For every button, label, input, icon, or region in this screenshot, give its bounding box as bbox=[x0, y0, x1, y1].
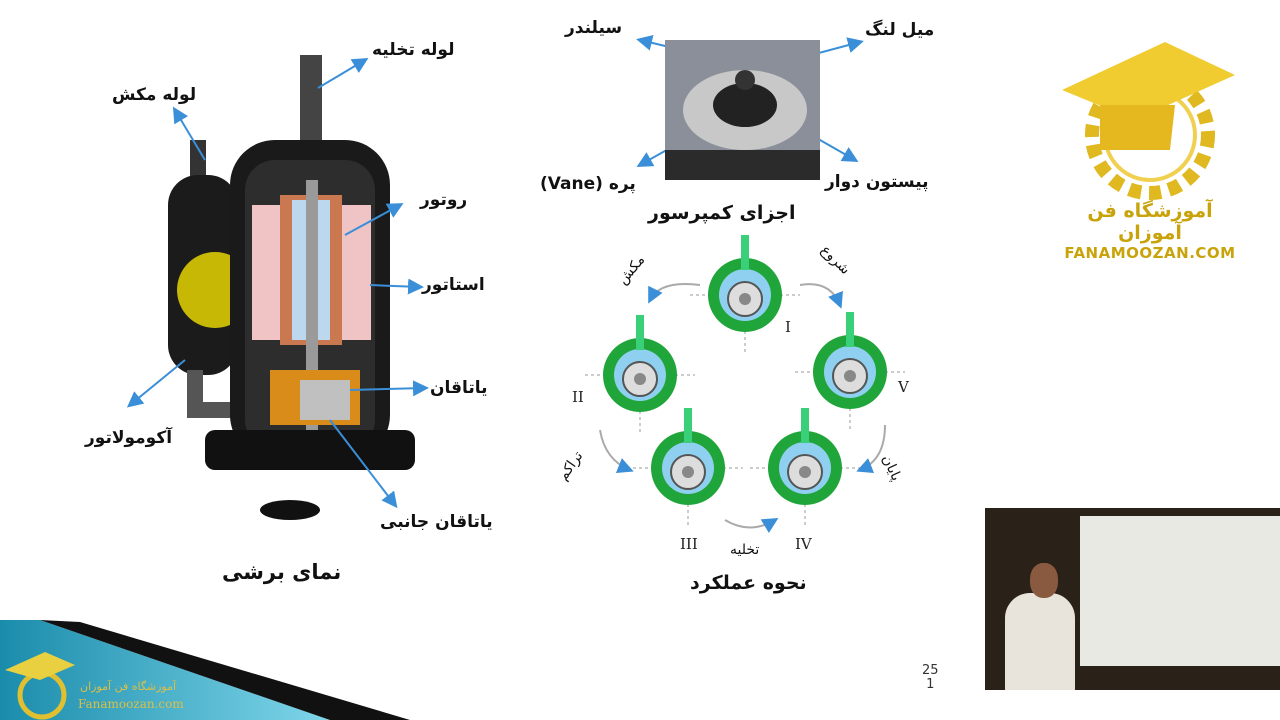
numeral-3: III bbox=[680, 535, 698, 553]
stage-shaft bbox=[682, 466, 694, 478]
projected-slide bbox=[1080, 516, 1280, 666]
stage-discharge: تخلیه bbox=[730, 542, 760, 558]
page-number-sub: 1 bbox=[926, 677, 935, 692]
numeral-5: V bbox=[898, 378, 909, 396]
stage-vane bbox=[684, 408, 692, 443]
bottom-logo-name-en: Fanamoozan.com bbox=[78, 697, 184, 711]
stage-vane bbox=[801, 408, 809, 443]
numeral-1: I bbox=[785, 318, 791, 336]
stage-shaft bbox=[634, 373, 646, 385]
label-bearing: یاتاقان bbox=[430, 378, 488, 398]
cutaway-title: نمای برشی bbox=[222, 560, 342, 584]
stage-shaft bbox=[739, 293, 751, 305]
operation-cycle-diagram bbox=[585, 235, 905, 528]
compressor-cutaway-image bbox=[168, 55, 415, 520]
stage-shaft bbox=[799, 466, 811, 478]
stage-vane bbox=[846, 312, 854, 347]
logo-name-fa: آموزشگاه فن آموزان bbox=[1087, 200, 1213, 244]
label-discharge-pipe: لوله تخلیه bbox=[372, 40, 455, 60]
presenter-body bbox=[1005, 593, 1075, 690]
label-stator: استاتور bbox=[422, 275, 485, 295]
stage-vane bbox=[636, 315, 644, 350]
label-side-bearing: یاتاقان جانبی bbox=[380, 512, 493, 532]
presenter-head bbox=[1030, 563, 1058, 598]
compressor-parts-photo bbox=[665, 40, 820, 180]
bottom-logo-name-fa: آموزشگاه فن آموزان bbox=[80, 680, 177, 693]
label-rolling-piston: پیستون دوار bbox=[825, 172, 929, 192]
fanamoozan-logo-icon bbox=[1062, 42, 1235, 200]
label-suction-pipe: لوله مکش bbox=[112, 85, 197, 105]
operation-title: نحوه عملکرد bbox=[690, 572, 807, 594]
numeral-2: II bbox=[572, 388, 584, 406]
cycle-arrows bbox=[599, 283, 886, 534]
bottom-banner bbox=[0, 620, 410, 720]
label-vane: پره (Vane) bbox=[540, 174, 636, 194]
label-crankshaft: میل لنگ bbox=[865, 20, 935, 40]
parts-title: اجزای کمپرسور bbox=[648, 202, 796, 224]
label-accumulator: آکومولاتور bbox=[85, 428, 173, 448]
stage-vane bbox=[741, 235, 749, 270]
page-number-main: 25 bbox=[922, 663, 939, 678]
webcam-video-overlay bbox=[985, 508, 1280, 690]
stage-shaft bbox=[844, 370, 856, 382]
label-rotor: روتور bbox=[420, 190, 468, 210]
label-cylinder: سیلندر bbox=[565, 18, 623, 38]
numeral-4: IV bbox=[795, 535, 812, 553]
logo-name-en: FANAMOOZAN.COM bbox=[1064, 244, 1236, 262]
